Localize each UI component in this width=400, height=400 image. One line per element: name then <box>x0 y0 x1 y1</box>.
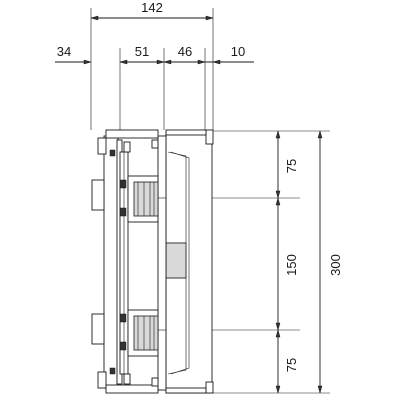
dimension-top-segment: 75 <box>284 159 299 173</box>
dimension-bottom-segment: 75 <box>284 358 299 372</box>
lower-device-block <box>119 309 166 357</box>
horizontal-dimensions: 142 34 51 46 10 <box>55 0 254 130</box>
dimension-mid-width-1: 51 <box>135 44 149 59</box>
front-frame <box>103 135 119 389</box>
dimension-mid-width-2: 46 <box>178 44 192 59</box>
upper-device-block <box>119 175 166 223</box>
enclosure-side-view <box>91 129 214 394</box>
dimension-left-offset: 34 <box>57 44 71 59</box>
dimension-overall-width: 142 <box>141 0 163 15</box>
dimension-overall-height: 300 <box>328 254 343 276</box>
dimension-middle-segment: 150 <box>284 254 299 276</box>
dimension-right-width: 10 <box>231 44 245 59</box>
